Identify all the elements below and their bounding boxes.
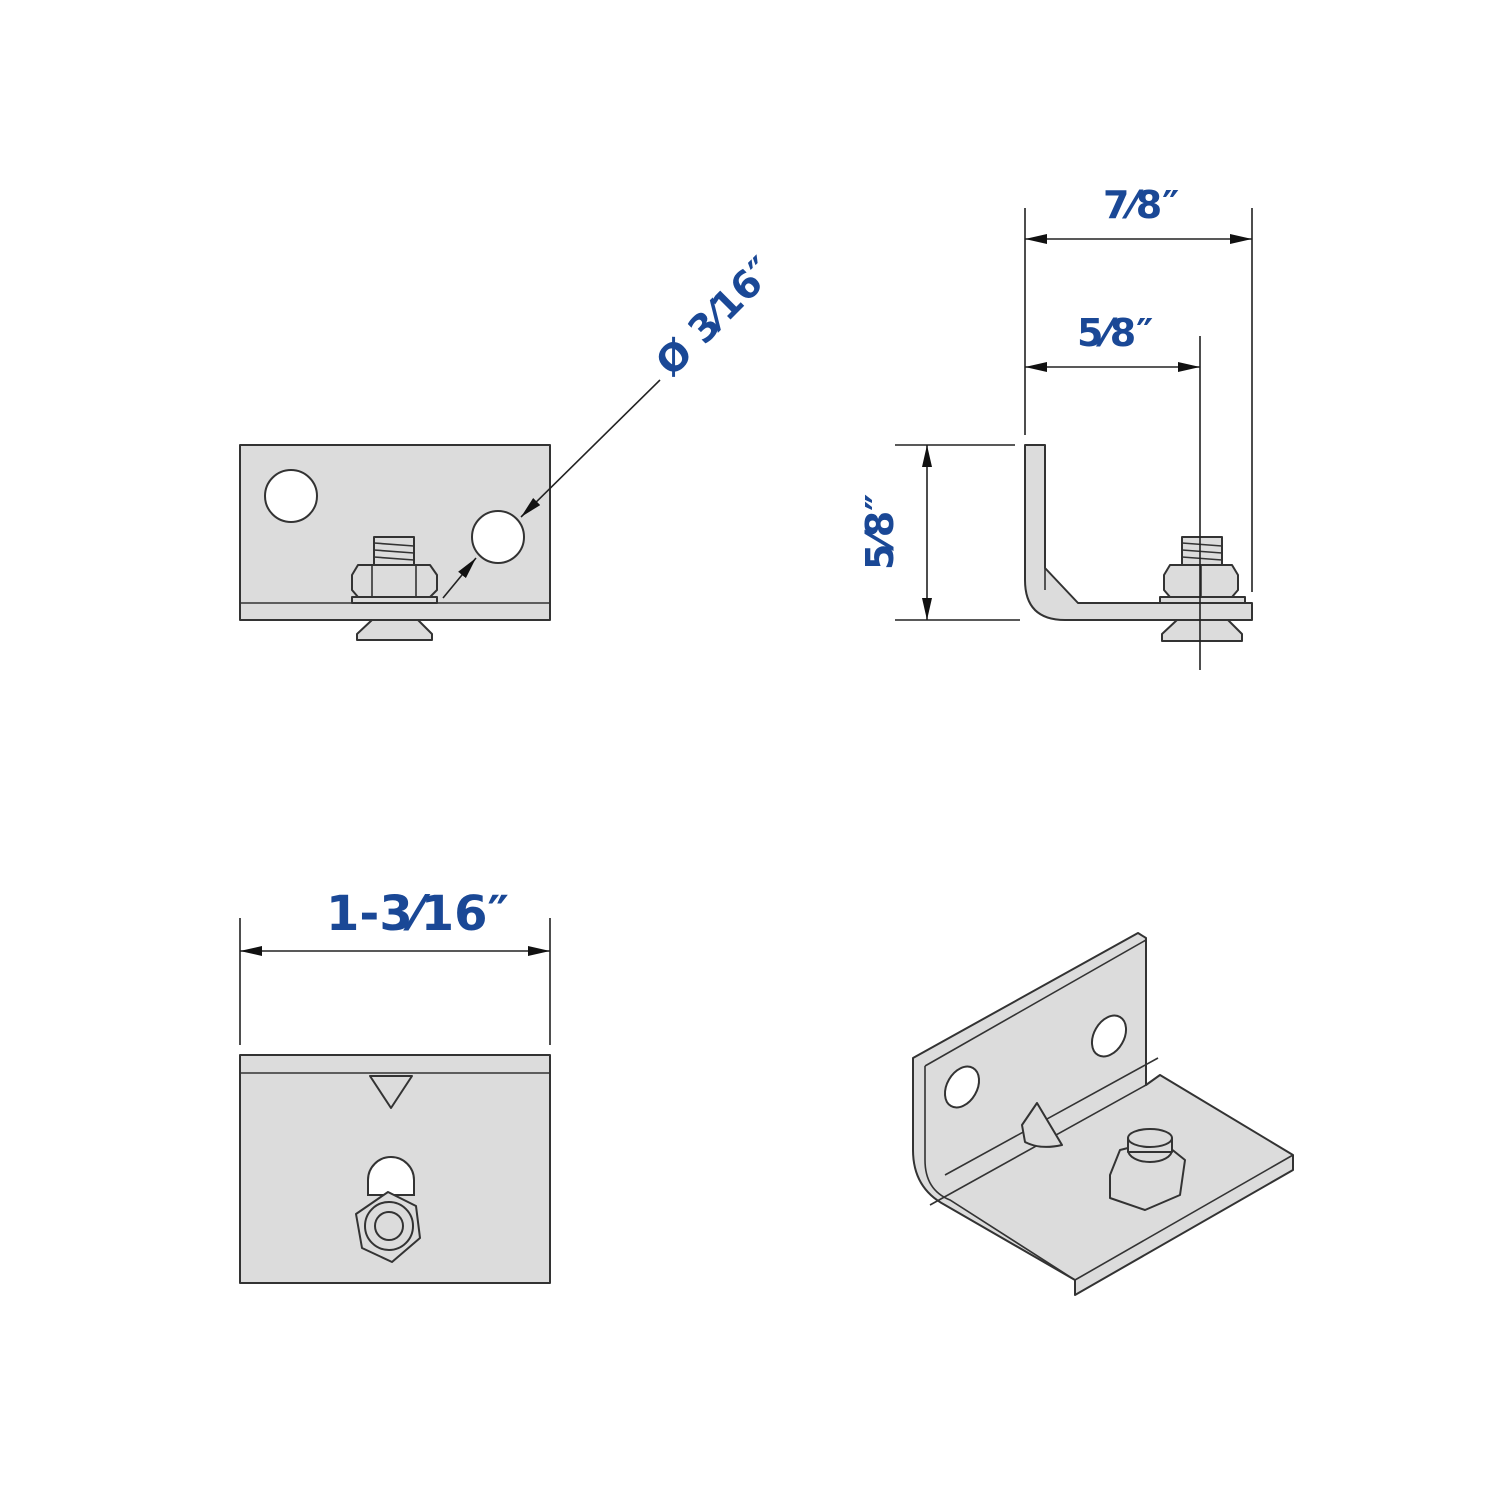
bolt-offset-label: 5⁄8″ — [1077, 311, 1153, 355]
front-view: Ø 3⁄16″ — [239, 248, 783, 641]
leader-line — [520, 379, 661, 518]
locating-tab — [1021, 1102, 1063, 1148]
isometric-view — [912, 932, 1294, 1296]
height-label: 5⁄8″ — [858, 494, 902, 570]
mounting-hole — [943, 1065, 981, 1109]
mounting-hole — [1090, 1014, 1128, 1058]
width-label: 1-3⁄16″ — [326, 886, 509, 942]
depth-label: 7⁄8″ — [1103, 183, 1179, 227]
side-view: 7⁄8″ 5⁄8″ 5⁄8″ — [858, 183, 1253, 670]
bracket-profile — [1024, 444, 1253, 621]
bottom-view: 1-3⁄16″ — [239, 886, 551, 1284]
bolt-nut — [351, 536, 438, 641]
hole-diameter-label: Ø 3⁄16″ — [647, 248, 783, 384]
locating-tab — [369, 1075, 413, 1109]
mounting-hole — [264, 469, 318, 523]
slot — [367, 1156, 415, 1196]
mounting-hole — [471, 510, 525, 564]
